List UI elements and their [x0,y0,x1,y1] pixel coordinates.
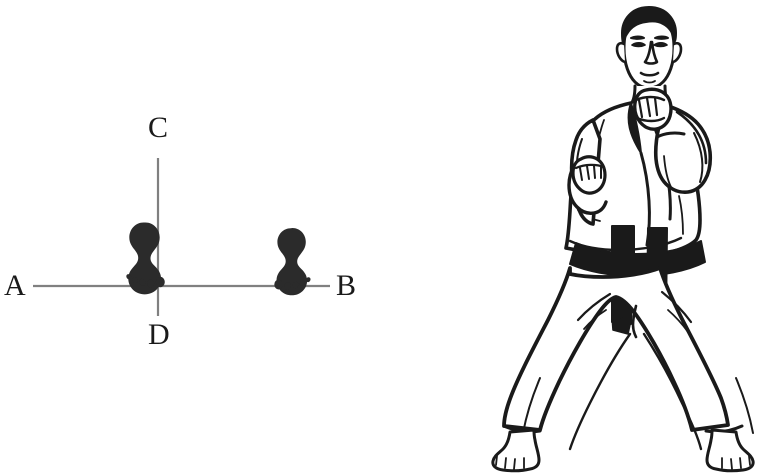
left-footprint-toe-4 [132,277,138,284]
left-footprint-toe-big [155,276,165,288]
thigh-fold-right-1 [660,290,693,324]
right-footprint-toe-4 [299,280,305,286]
eye-left [631,41,646,48]
punch-shoulder-fold [675,110,708,165]
punch-fist-knuckles [637,96,659,119]
punch-sleeve-cuff [655,131,686,139]
punch-sleeve-fold-1 [693,132,704,183]
punch-fist-bottom-edge [635,116,666,123]
mouth [639,71,660,77]
trouser-seam-left [568,332,632,451]
axis-label-d: D [148,318,170,351]
left-footprint-sole [128,222,162,295]
chamber-fist-top-edge [574,163,606,170]
belt-tail-left-tip [611,315,632,335]
foot-right-toes [721,455,751,470]
trousers [502,266,730,432]
thigh-fold-left-2 [583,309,607,330]
eye-right [653,41,668,48]
ear-left [615,41,627,64]
right-footprint-sole [276,228,308,296]
chamber-fist-knuckles [579,165,602,181]
right-footprint [274,228,311,296]
foot-position-diagram [33,158,330,316]
shin-line-right [735,377,754,434]
right-footprint-toe-3 [292,281,299,289]
ear-right [671,41,683,64]
foot-right [705,428,755,473]
punch-fist-top-edge [634,95,666,102]
left-footprint-toe-2 [147,279,155,288]
punch-arm-sleeve [653,104,713,194]
foot-left [491,428,541,473]
left-footprint-toe-5 [126,274,132,280]
right-footprint-toe-big [274,279,283,290]
trouser-seam-right [642,332,703,451]
right-footprint-toe-5 [305,277,311,283]
axis-label-b: B [336,269,357,302]
axis-label-a: A [4,269,26,302]
chin-shade [643,80,656,84]
foot-left-toes [495,455,525,470]
punch-sleeve-fold-2 [663,155,672,188]
shin-line-left [522,377,541,434]
axis-label-c: C [148,111,169,144]
right-footprint-toe-2 [284,282,292,290]
eyebrow-left [630,35,645,40]
trouser-crotch [631,304,638,339]
nose [643,40,659,65]
left-footprint-toe-3 [139,278,146,286]
karateka-group [491,6,755,473]
thigh-fold-right-2 [667,309,689,333]
hair [621,6,677,44]
left-footprint [126,222,165,295]
jacket-fold-3 [678,195,684,235]
thigh-fold-left-1 [576,292,612,322]
eyebrow-right [654,35,669,40]
